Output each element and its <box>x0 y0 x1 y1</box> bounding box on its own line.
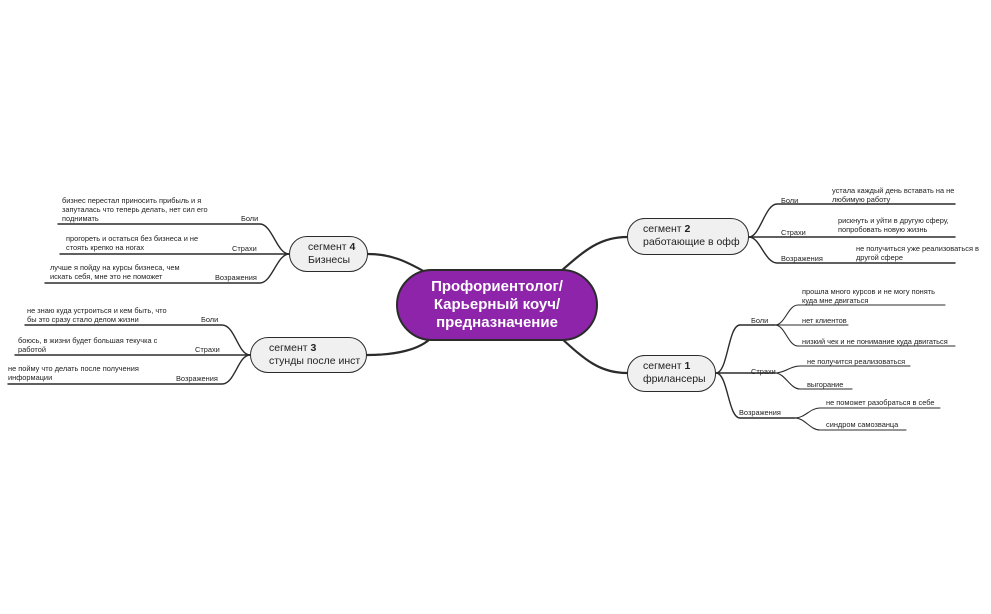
segment-3-node[interactable]: сегмент 3 стунды после инст <box>250 337 367 373</box>
segment-1-node[interactable]: сегмент 1 фрилансеры <box>627 355 716 392</box>
central-topic-line-3: предназначение <box>436 314 558 331</box>
segment-2-objection-label: Возражения <box>781 254 823 263</box>
segment-3-objection-label: Возражения <box>176 374 218 383</box>
central-topic-line-2: Карьерный коуч/ <box>433 296 561 313</box>
segment-3-fear-label: Страхи <box>195 345 220 354</box>
segment-1-number: 1 <box>684 360 691 372</box>
segment-2-number: 2 <box>684 223 691 235</box>
segment-1-objection-item: синдром самозванца <box>826 420 899 429</box>
segment-4-name: Бизнесы <box>308 254 351 266</box>
segment-3-number: 3 <box>310 342 317 354</box>
segment-2-fear-label: Страхи <box>781 228 806 237</box>
segment-1-pain-label: Боли <box>751 316 769 325</box>
segment-4-fear-label: Страхи <box>232 244 257 253</box>
segment-1-objection-label: Возражения <box>739 408 781 417</box>
segment-4-objection-label: Возражения <box>215 273 257 282</box>
segment-4-pain-label: Боли <box>241 214 259 223</box>
segment-3-word: сегмент <box>269 342 308 354</box>
segment-1-fear-item: выгорание <box>807 380 844 389</box>
segment-2-fear-item: рискнуть и уйти в другую сферу,попробова… <box>838 216 949 234</box>
segment-4-word: сегмент <box>308 241 347 253</box>
segment-2-word: сегмент <box>643 223 682 235</box>
segment-1-pain-item: нет клиентов <box>802 316 847 325</box>
segment-3-name: стунды после инст <box>269 355 361 367</box>
segment-4-number: 4 <box>349 241 356 253</box>
central-topic[interactable]: Профориентолог/ Карьерный коуч/ предназн… <box>396 269 598 341</box>
segment-1-pain-item: низкий чек и не понимание куда двигаться <box>802 337 948 346</box>
segment-2-pain-label: Боли <box>781 196 799 205</box>
segment-1-fear-item: не получится реализоваться <box>807 357 906 366</box>
segment-3-pain-label: Боли <box>201 315 219 324</box>
central-topic-line-1: Профориентолог/ <box>431 278 563 295</box>
segment-1-objection-item: не поможет разобраться в себе <box>826 398 935 407</box>
segment-2-node[interactable]: сегмент 2 работающие в офф <box>627 218 749 255</box>
segment-1-fear-label: Страхи <box>751 367 776 376</box>
segment-4-node[interactable]: сегмент 4 Бизнесы <box>289 236 368 272</box>
segment-1-word: сегмент <box>643 360 682 372</box>
segment-2-name: работающие в офф <box>643 236 740 248</box>
segment-1-name: фрилансеры <box>643 373 706 385</box>
